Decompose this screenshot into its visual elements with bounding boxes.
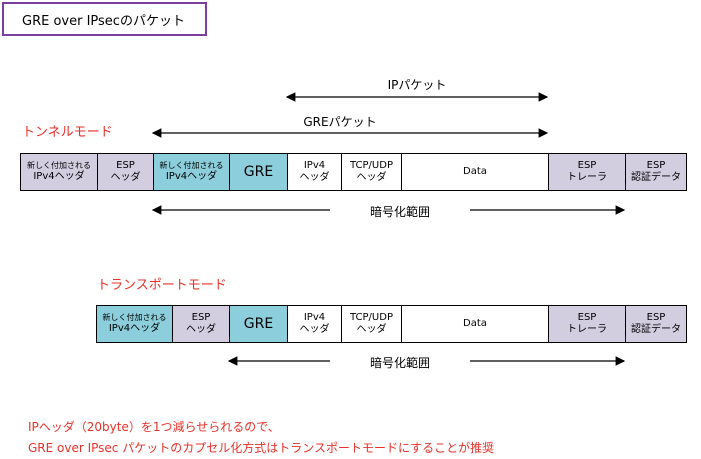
tunnel-encrypt-label: 暗号化範囲: [369, 205, 430, 219]
transport-encrypt-label: 暗号化範囲: [369, 356, 430, 370]
note-line-2: GRE over IPsec パケットのカプセル化方式はトランスポートモードにす…: [28, 441, 495, 455]
gre-packet-label: GREパケット: [303, 115, 377, 129]
ip-packet-label: IPパケット: [387, 78, 447, 92]
title-text: GRE over IPsecのパケット: [22, 13, 185, 29]
note-line-1: IPヘッダ（20byte）を1つ減らせられるので、: [28, 420, 280, 434]
segment-data: Data: [402, 306, 549, 342]
transport-mode-label: トランスポートモード: [97, 278, 227, 293]
diagram-title: GRE over IPsecのパケット: [2, 2, 207, 36]
segment-data: Data: [402, 154, 549, 190]
segment-gre: GRE: [230, 154, 288, 190]
segment-gre: GRE: [230, 306, 288, 342]
tunnel-mode-label: トンネルモード: [22, 125, 113, 140]
